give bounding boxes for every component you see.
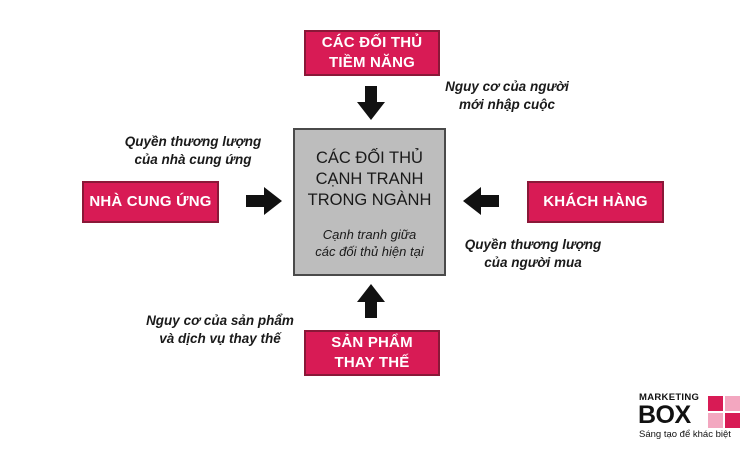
new-entrants-caption: Nguy cơ của người mới nhập cuộc xyxy=(428,78,586,114)
suppliers-box: NHÀ CUNG ỨNG xyxy=(82,181,219,223)
marketing-box-logo: MARKETING BOX Sáng tạo để khác biệt xyxy=(636,392,743,448)
logo-main-text: BOX xyxy=(638,401,691,429)
caption-line: Quyền thương lượng xyxy=(464,237,602,252)
center-title-line: CÁC ĐỐI THỦ xyxy=(316,149,423,167)
potential-competitors-line1: CÁC ĐỐI THỦ xyxy=(321,34,423,51)
arrow-left-icon xyxy=(463,187,499,215)
substitutes-box: SẢN PHẨM THAY THẾ xyxy=(304,330,440,376)
arrow-down-icon xyxy=(357,86,385,120)
caption-line: của nhà cung ứng xyxy=(134,152,252,167)
caption-line: và dịch vụ thay thế xyxy=(159,331,281,346)
center-title-line: TRONG NGÀNH xyxy=(307,191,432,209)
logo-top-text: MARKETING xyxy=(639,392,700,403)
suppliers-label: NHÀ CUNG ỨNG xyxy=(89,193,212,210)
center-subtitle-line: các đối thủ hiện tại xyxy=(315,244,424,259)
buyer-power-caption: Quyền thương lượng của người mua xyxy=(447,236,619,272)
supplier-power-caption: Quyền thương lượng của nhà cung ứng xyxy=(104,133,282,169)
industry-rivalry-box: CÁC ĐỐI THỦ CẠNH TRANH TRONG NGÀNH Cạnh … xyxy=(293,128,446,276)
arrow-up-icon xyxy=(357,284,385,318)
logo-squares-icon xyxy=(708,396,740,428)
caption-line: Nguy cơ của sản phẩm xyxy=(146,313,294,328)
logo-tagline: Sáng tạo để khác biệt xyxy=(639,429,731,440)
arrow-right-icon xyxy=(246,187,282,215)
industry-rivalry-title: CÁC ĐỐI THỦ CẠNH TRANH TRONG NGÀNH xyxy=(295,148,444,211)
caption-line: Nguy cơ của người xyxy=(445,79,569,94)
customers-label: KHÁCH HÀNG xyxy=(543,193,648,210)
industry-rivalry-subtitle: Cạnh tranh giữa các đối thủ hiện tại xyxy=(295,226,444,260)
substitutes-threat-caption: Nguy cơ của sản phẩm và dịch vụ thay thế xyxy=(130,312,310,348)
caption-line: mới nhập cuộc xyxy=(458,97,556,112)
caption-line: Quyền thương lượng xyxy=(124,134,262,149)
center-title-line: CẠNH TRANH xyxy=(315,170,424,188)
substitutes-line1: SẢN PHẨM xyxy=(331,334,413,351)
potential-competitors-line2: TIỀM NĂNG xyxy=(329,54,415,71)
customers-box: KHÁCH HÀNG xyxy=(527,181,664,223)
potential-competitors-box: CÁC ĐỐI THỦ TIỀM NĂNG xyxy=(304,30,440,76)
substitutes-line2: THAY THẾ xyxy=(334,354,410,371)
caption-line: của người mua xyxy=(484,255,582,270)
center-subtitle-line: Cạnh tranh giữa xyxy=(322,227,417,242)
